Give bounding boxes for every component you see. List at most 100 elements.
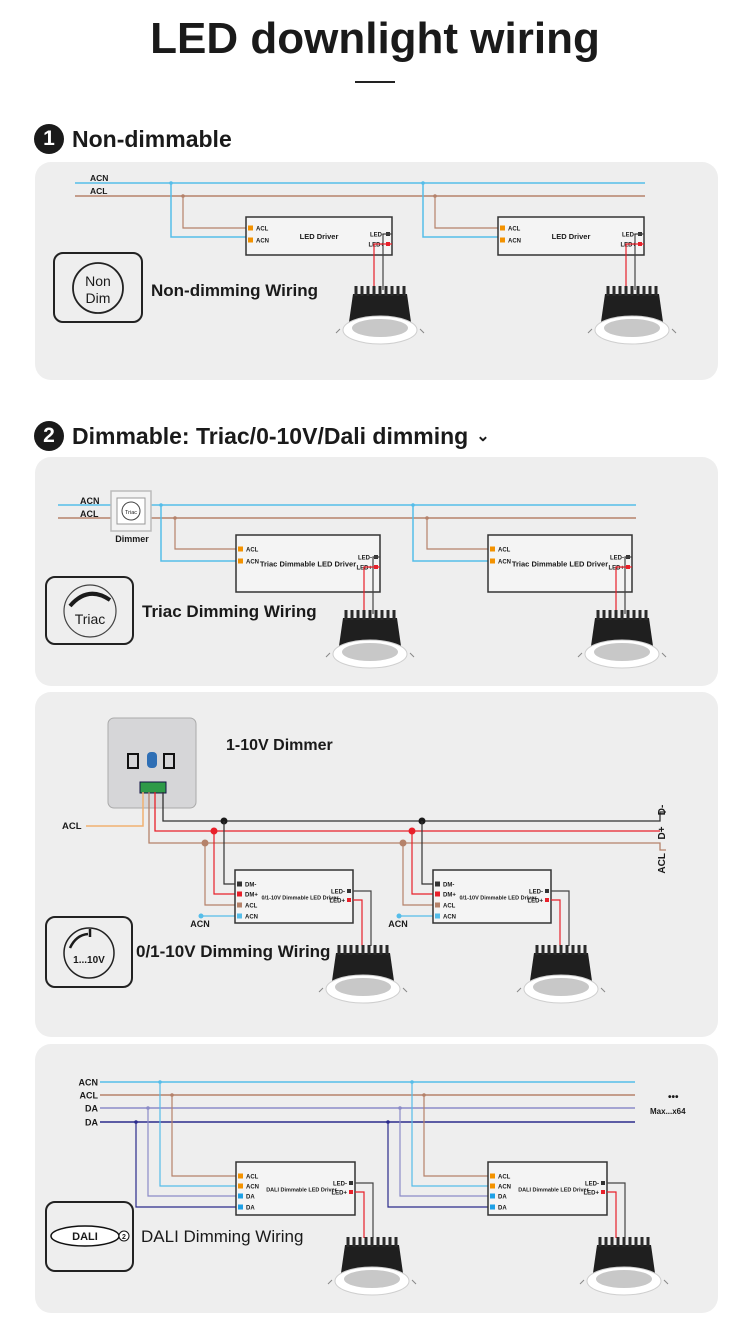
led-plus-wire (607, 1191, 617, 1238)
section-title: Non-dimmable (72, 125, 232, 152)
lamp-fin (366, 286, 370, 296)
pin-label: ACN (498, 560, 511, 566)
lamp-fin (644, 610, 648, 620)
lamp-fin (614, 610, 618, 620)
acn-label: ACN (190, 919, 210, 929)
junction-dot (386, 1120, 390, 1124)
lamp-fin (360, 286, 364, 296)
driver-input-pin (238, 1173, 243, 1179)
lamp-fin (620, 610, 624, 620)
pin-label: ACL (498, 548, 511, 554)
pin-label: DM+ (245, 893, 258, 899)
line-label: ACL (80, 1091, 99, 1101)
output-label: LED- (333, 1182, 347, 1188)
pin-label: ACN (246, 1185, 259, 1191)
dali-logo-2 (118, 1230, 130, 1242)
lamp-fin (367, 945, 371, 955)
output-label: LED- (370, 233, 384, 239)
lamp-fin (632, 610, 636, 620)
pin-label: DA (246, 1195, 255, 1201)
led-plus-wire (551, 899, 561, 946)
lamp-clips (325, 652, 415, 658)
pin-label: DA (246, 1206, 255, 1212)
lamp-fin (598, 1237, 602, 1247)
dm-minus-drop (223, 821, 237, 885)
downlight-lamp-image (318, 945, 408, 1004)
junction-dot (173, 516, 177, 520)
lamp-fin (624, 286, 628, 296)
driver-input-pin (490, 1204, 495, 1210)
line-label: ACL (90, 186, 107, 196)
page-title: LED downlight wiring (150, 14, 600, 63)
more-indicator: ••• (668, 1092, 679, 1103)
wiring-type-label: Triac Dimming Wiring (142, 602, 317, 621)
lamp-fin (355, 945, 359, 955)
lamp-heatsink (339, 618, 401, 646)
junction-dot (170, 1093, 174, 1097)
lamp-heatsink (530, 953, 592, 981)
driver-input-pin (237, 881, 242, 887)
pin-label: DA (498, 1195, 507, 1201)
icon-text: Triac (75, 611, 106, 627)
lamp-fin (636, 286, 640, 296)
lamp-fin (394, 1237, 398, 1247)
lamp-fin (343, 945, 347, 955)
chevron-down-icon[interactable]: ⌄ (476, 428, 490, 445)
lamp-fin (356, 610, 360, 620)
acl-drop (174, 518, 238, 550)
output-label: LED- (529, 890, 543, 896)
triac-arc-icon (68, 591, 112, 608)
lamp-fin (638, 610, 642, 620)
acn-drop (170, 183, 248, 238)
driver-title: Triac Dimmable LED Driver (260, 560, 356, 569)
lamp-fin (368, 610, 372, 620)
lamp-heatsink (601, 294, 663, 322)
dial-arc-icon (68, 932, 89, 949)
lamp-heatsink (349, 294, 411, 322)
line-label: ACN (80, 496, 100, 506)
dimmer-label: Dimmer (115, 534, 149, 544)
lamp-fin (571, 945, 575, 955)
lamp-fin (378, 286, 382, 296)
downlight-lamp-image (579, 1237, 669, 1296)
driver-input-pin (435, 891, 440, 897)
driver-output-pin (545, 898, 549, 902)
driver-title: LED Driver (552, 232, 591, 241)
bus-drop (423, 1095, 490, 1177)
led-plus-wire (363, 566, 380, 614)
line-label: ACL (80, 509, 99, 519)
led-plus-wire (353, 899, 363, 946)
lamp-clips (318, 987, 408, 993)
lamp-fin (535, 945, 539, 955)
bus-drop (159, 1082, 238, 1187)
driver-input-pin (238, 1183, 243, 1189)
driver-title: LED Driver (300, 232, 339, 241)
output-label: LED- (331, 890, 345, 896)
lamp-fin (390, 286, 394, 296)
driver-input-pin (500, 225, 505, 231)
lamp-fin (640, 1237, 644, 1247)
junction-dot (398, 1106, 402, 1110)
junction-dot (169, 181, 173, 185)
lamp-fin (354, 286, 358, 296)
lamp-fin (541, 945, 545, 955)
lamp-fin (634, 1237, 638, 1247)
d-minus-line (162, 792, 666, 822)
lamp-fin (346, 1237, 350, 1247)
lamp-fin (553, 945, 557, 955)
icon-box (53, 252, 143, 323)
lamp-fin (388, 1237, 392, 1247)
dimmer-bracket (127, 753, 139, 769)
triac-circle-icon (63, 584, 117, 638)
output-label: LED+ (527, 899, 543, 905)
led-minus-wire (353, 890, 372, 946)
junction-dot (410, 1080, 414, 1084)
driver-input-pin (238, 546, 243, 552)
non-dim-circle-icon (72, 262, 124, 314)
driver-output-pin (601, 1181, 605, 1185)
pin-label: DM- (245, 883, 256, 889)
section-number: 2 (34, 421, 64, 451)
driver-input-pin (500, 237, 505, 243)
